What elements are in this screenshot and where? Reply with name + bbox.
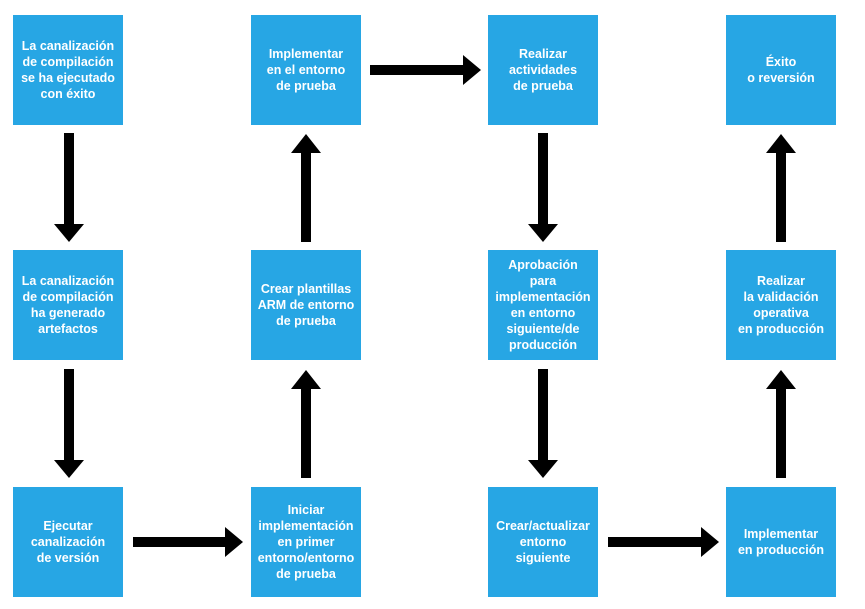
step-create-update-next-env: Crear/actualizar entorno siguiente [488,487,598,597]
arrow-right-9-10 [608,527,719,557]
step-deploy-test-env: Implementar en el entorno de prueba [251,15,361,125]
arrow-up-4-5 [291,370,321,478]
arrow-down-2-3 [54,369,84,478]
arrow-down-8-9 [528,369,558,478]
arrow-up-5-6 [291,134,321,242]
arrow-up-11-12 [766,134,796,242]
step-success-or-rollback: Éxito o reversión [726,15,836,125]
arrow-up-10-11 [766,370,796,478]
step-approval-next-env: Aprobación para implementación en entorn… [488,250,598,360]
arrow-right-6-7 [370,55,481,85]
step-build-pipeline-succeeded: La canalización de compilación se ha eje… [13,15,123,125]
arrow-down-7-8 [528,133,558,242]
step-build-artifacts-generated: La canalización de compilación ha genera… [13,250,123,360]
step-create-arm-templates: Crear plantillas ARM de entorno de prueb… [251,250,361,360]
step-run-release-pipeline: Ejecutar canalización de versión [13,487,123,597]
arrow-right-3-4 [133,527,243,557]
step-operational-validation: Realizar la validación operativa en prod… [726,250,836,360]
arrow-down-1-2 [54,133,84,242]
step-deploy-production: Implementar en producción [726,487,836,597]
step-perform-test-activities: Realizar actividades de prueba [488,15,598,125]
step-start-first-env-deployment: Iniciar implementación en primer entorno… [251,487,361,597]
